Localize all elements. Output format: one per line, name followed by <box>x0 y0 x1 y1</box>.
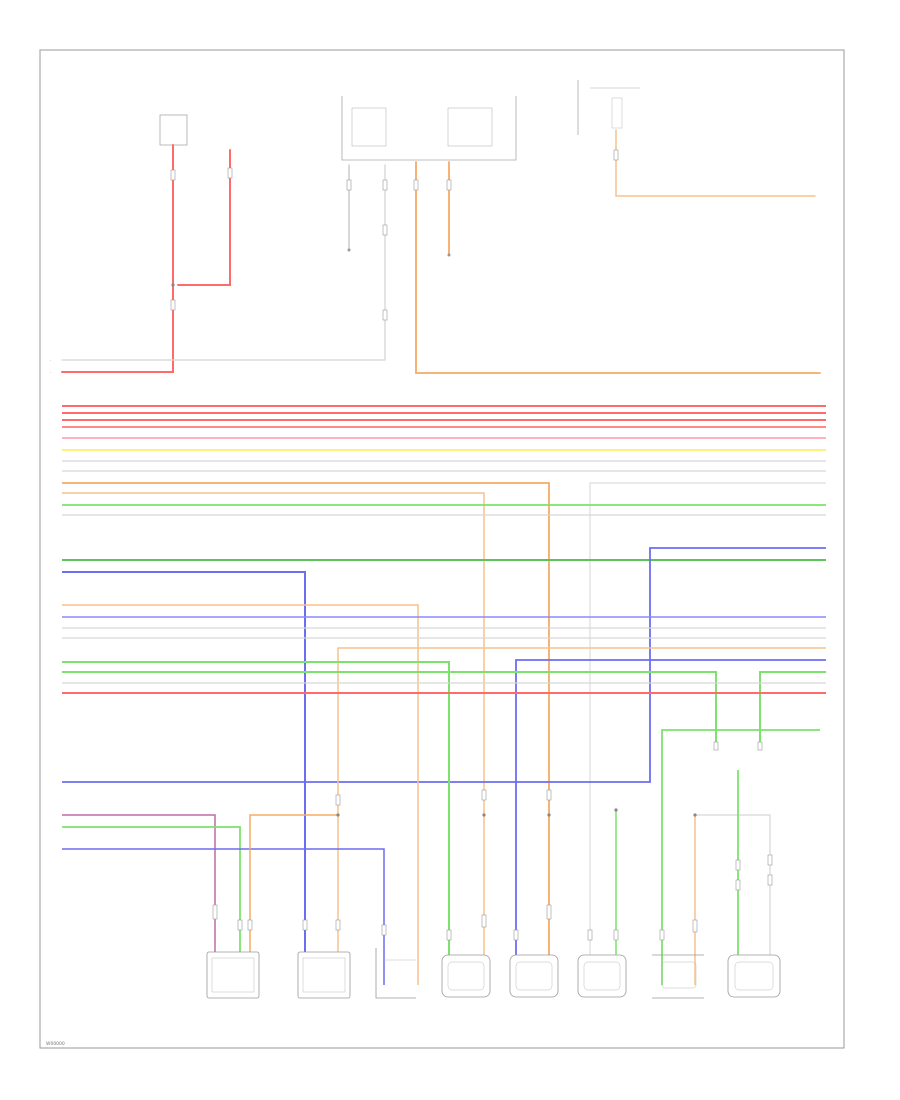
svg-text:·: · <box>50 358 51 363</box>
pin-number-column: · · <box>50 358 51 375</box>
component-5 <box>509 954 559 998</box>
component-7 <box>652 954 704 999</box>
wire-connectors <box>170 149 773 941</box>
splice-points <box>171 283 697 817</box>
top-right-connector <box>577 80 640 135</box>
svg-text:·: · <box>50 370 51 375</box>
component-3 <box>375 948 416 999</box>
diagram-frame <box>39 49 845 1049</box>
component-2 <box>297 951 351 999</box>
component-4 <box>441 954 491 998</box>
wire-bus-lower <box>62 547 826 985</box>
component-8 <box>727 954 781 998</box>
wire-bus-upper <box>62 405 826 985</box>
top-wires <box>61 129 821 374</box>
top-center-junction <box>341 96 517 161</box>
bottom-components <box>206 948 781 999</box>
diagram-code: W00000 <box>46 1041 65 1047</box>
top-left-component <box>159 114 188 146</box>
component-6 <box>577 954 627 998</box>
component-1 <box>206 951 260 999</box>
